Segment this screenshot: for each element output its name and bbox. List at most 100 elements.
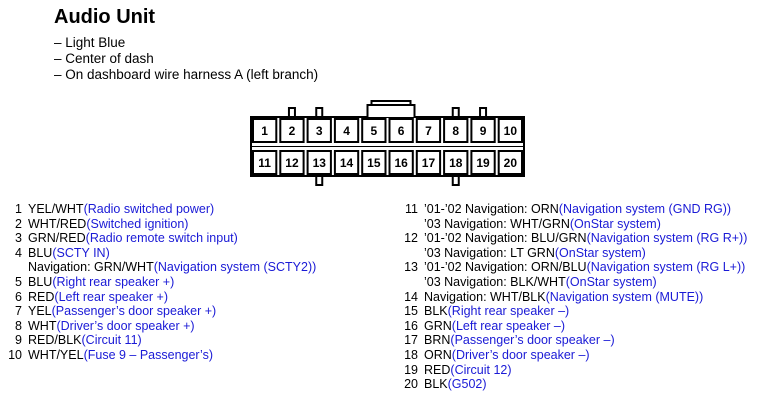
connector-pin-label: 15 [367,156,381,170]
connector-pin-cell [333,118,360,143]
circuit-description: (Right rear speaker –) [447,304,570,319]
pin-row: 13’01-’02 Navigation: ORN/BLU (Navigatio… [396,260,747,275]
connector-pin-label: 4 [343,124,350,138]
connector-pin-label: 10 [504,124,518,138]
circuit-description: (Navigation system (SCTY2)) [153,260,317,275]
wire-color: BLK [424,377,448,392]
connector-pin-label: 9 [480,124,487,138]
connector-pin-cell [252,150,278,175]
connector-pin-label: 6 [398,124,405,138]
pin-row: ’03 Navigation: WHT/GRN (OnStar system) [396,217,747,232]
circuit-description: (Circuit 12) [450,362,512,377]
connector-pin-cell [415,150,442,175]
connector-lock-tab [287,107,296,118]
pin-number: 10 [8,347,22,362]
circuit-description: (OnStar system) [554,245,646,260]
connector-pin-label: 12 [285,156,299,170]
pin-row: Navigation: GRN/WHT (Navigation system (… [0,260,316,275]
connector-notes: – Light Blue – Center of dash – On dashb… [54,35,318,83]
wire-color: BLU [28,245,53,260]
pin-number: 4 [15,245,22,260]
pin-number: 17 [404,333,418,348]
wire-color: ’03 Navigation: BLK/WHT [424,274,566,289]
pin-number: 11 [405,202,418,216]
connector-pin-cell [415,118,442,143]
connector-pin-cell [279,150,305,175]
connector-pin-label: 8 [452,124,459,138]
wire-color: ’01-’02 Navigation: ORN [424,202,559,216]
connector-pin-label: 20 [504,156,518,170]
circuit-description: (Fuse 9 – Passenger’s) [83,347,214,362]
circuit-description: (Driver’s door speaker –) [451,347,590,362]
connector-pin-cell [497,150,524,175]
connector-pin-label: 16 [394,156,408,170]
connector-key-tab [366,104,416,117]
pin-number: 14 [404,289,418,304]
wire-color: RED [424,362,451,377]
wire-color: WHT/YEL [28,347,84,362]
circuit-description: (Driver’s door speaker +) [56,318,195,333]
wire-color: ’01-’02 Navigation: BLU/GRN [424,231,587,246]
connector-pin-cell [443,150,469,175]
pin-number [396,217,424,232]
note-color: – Light Blue [54,35,126,50]
circuit-description: (OnStar system) [565,274,657,289]
wire-color: ’03 Navigation: LT GRN [424,245,555,260]
pin-number: 12 [404,231,418,246]
connector-pin-cell [470,150,496,175]
circuit-description: (Navigation system (GND RG)) [558,202,732,216]
connector-pin-cell [388,118,414,143]
connector-lock-tab [451,175,460,186]
wire-color: ORN [424,347,452,362]
pin-number: 20 [404,377,418,392]
circuit-description: (Switched ignition) [86,216,189,231]
connector-key-cap [370,100,412,105]
connector-pin-label: 18 [449,156,463,170]
circuit-description: (Circuit 11) [81,333,142,348]
pin-row: 2 WHT/RED (Switched ignition) [0,217,316,232]
wire-color: BRN [424,333,451,348]
diagram-title: Audio Unit [54,6,156,28]
connector-pin-label: 5 [371,124,378,138]
connector-pin-label: 11 [258,156,271,170]
circuit-description: (Right rear speaker +) [52,274,175,289]
circuit-description: (Passenger’s door speaker +) [51,304,217,319]
wire-color: WHT/RED [28,216,87,231]
connector-pin-label: 7 [425,124,432,138]
pin-number: 7 [15,304,22,319]
connector-pin-cell [306,150,332,175]
connector-pin-cell [306,118,332,143]
wire-color: BLK [424,304,448,319]
circuit-description: (Left rear speaker +) [54,289,168,304]
pin-number: 15 [404,304,418,319]
connector-pin-label: 3 [316,124,323,138]
pin-row: ’03 Navigation: LT GRN (OnStar system) [396,246,747,261]
wire-color: YEL/WHT [28,202,84,216]
pin-number: 1 [15,202,22,216]
pin-number: 2 [15,216,22,231]
pin-number: 19 [404,362,418,377]
note-location: – Center of dash [54,51,154,66]
wire-color: RED/BLK [28,333,82,348]
circuit-description: (OnStar system) [569,216,661,231]
wire-color: Navigation: GRN/WHT [28,260,154,275]
circuit-description: (Navigation system (RG L+)) [586,260,746,275]
pin-row: 12 ’01-’02 Navigation: BLU/GRN (Navigatio… [396,231,747,246]
connector-lock-tab [315,107,324,118]
circuit-description: (Navigation system (RG R+)) [586,231,748,246]
connector-lock-tab [479,107,488,118]
pin-row: 20 BLK (G502) [396,377,747,392]
pin-number: 8 [15,318,22,333]
circuit-description: (G502) [447,377,487,392]
pin-number: 9 [15,333,22,348]
wire-color: BLU [28,274,53,289]
connector-pin-cell [333,150,360,175]
